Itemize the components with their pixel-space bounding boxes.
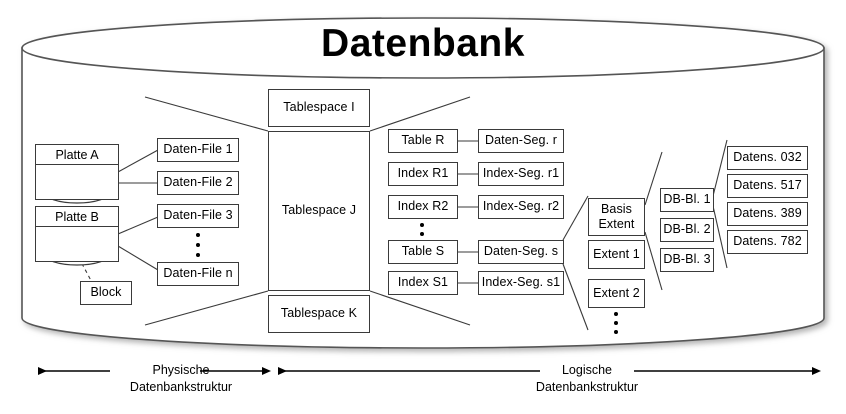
object-node-index-r2: Index R2 [388,195,458,219]
object-node-index-r1: Index R1 [388,162,458,186]
tablespace-node-j: Tablespace J [268,131,370,291]
footer-label-logical-line1: Logische [561,363,613,377]
object-node-index-s1: Index S1 [388,271,458,295]
footer-label-physical: Physische Datenbankstruktur [100,362,262,396]
segment-node-index-seg-r1: Index-Seg. r1 [478,162,564,186]
footer-label-physical-line1: Physische [152,363,210,377]
db-block-node-2: DB-Bl. 2 [660,218,714,242]
disk-platte-a-body [36,165,118,199]
object-node-table-s: Table S [388,240,458,264]
extent-ellipsis [614,312,618,334]
object-node-table-r: Table R [388,129,458,153]
data-file-node-1: Daten-File 1 [157,138,239,162]
data-file-node-3: Daten-File 3 [157,204,239,228]
data-file-node-n: Daten-File n [157,262,239,286]
extent-node-basis: Basis Extent [588,198,645,236]
segment-node-index-seg-s1: Index-Seg. s1 [478,271,564,295]
disk-platte-a-label: Platte A [36,145,118,165]
block-node: Block [80,281,132,305]
record-node-2: Datens. 517 [727,174,808,198]
data-file-ellipsis [196,233,200,257]
segment-node-daten-seg-s: Daten-Seg. s [478,240,564,264]
connector-lines [71,96,728,331]
record-node-4: Datens. 782 [727,230,808,254]
disk-platte-b-body [36,227,118,261]
segment-node-daten-seg-r: Daten-Seg. r [478,129,564,153]
footer-label-physical-line2: Datenbankstruktur [129,379,233,394]
page-title: Datenbank [321,22,525,65]
disk-platte-a: Platte A [35,144,119,200]
db-block-node-1: DB-Bl. 1 [660,188,714,212]
segment-node-index-seg-r2: Index-Seg. r2 [478,195,564,219]
footer-label-logical: Logische Datenbankstruktur [506,362,668,396]
extent-node-basis-line1: Basis [600,202,633,217]
tablespace-node-i: Tablespace I [268,89,370,127]
disk-platte-b: Platte B [35,206,119,262]
tablespace-node-k: Tablespace K [268,295,370,333]
extent-node-1: Extent 1 [588,240,645,269]
footer-label-logical-line2: Datenbankstruktur [535,379,639,394]
extent-node-2: Extent 2 [588,279,645,308]
db-block-node-3: DB-Bl. 3 [660,248,714,272]
extent-node-basis-line2: Extent [598,217,635,231]
disk-platte-b-label: Platte B [36,207,118,227]
data-file-node-2: Daten-File 2 [157,171,239,195]
record-node-3: Datens. 389 [727,202,808,226]
record-node-1: Datens. 032 [727,146,808,170]
